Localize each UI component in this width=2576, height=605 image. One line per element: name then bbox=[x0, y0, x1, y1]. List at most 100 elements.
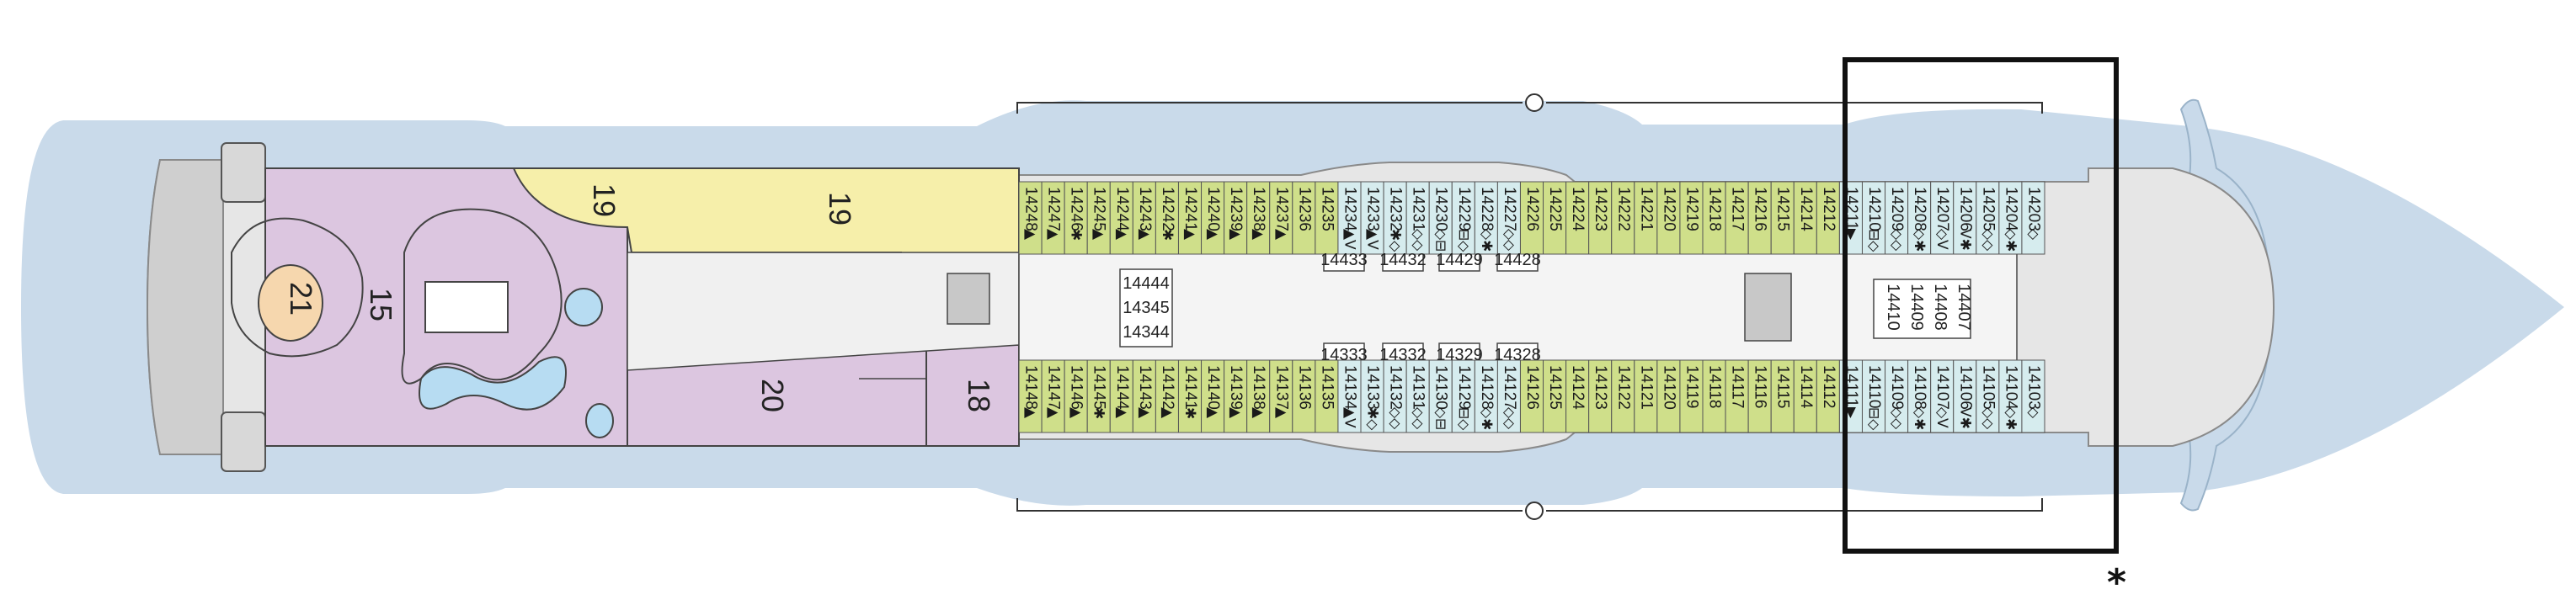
cabin-14137[interactable]: 14137▲ bbox=[1269, 359, 1293, 433]
cabin-14125[interactable]: 14125 bbox=[1543, 359, 1567, 433]
cabin-14132[interactable]: 14132◇◇ bbox=[1383, 359, 1407, 433]
cabin-14241[interactable]: 14241▲ bbox=[1177, 181, 1203, 255]
cabin-number: 14203 bbox=[2024, 187, 2042, 231]
cabin-14217[interactable]: 14217 bbox=[1725, 181, 1749, 255]
cabin-14233[interactable]: 14233▲V bbox=[1360, 181, 1384, 255]
cabin-14244[interactable]: 14244▲ bbox=[1109, 181, 1133, 255]
cabin-14234[interactable]: 14234▲V bbox=[1337, 181, 1362, 255]
cabin-14141[interactable]: 14141✱ bbox=[1177, 359, 1203, 433]
cabin-14239[interactable]: 14239▲ bbox=[1224, 181, 1248, 255]
cabin-14231[interactable]: 14231◇◇ bbox=[1405, 181, 1430, 255]
cabin-14229[interactable]: 14229⊟◇ bbox=[1451, 181, 1475, 255]
cabin-14247[interactable]: 14247▲ bbox=[1041, 181, 1065, 255]
cabin-14135[interactable]: 14135 bbox=[1315, 359, 1339, 433]
cabin-14103[interactable]: 14103◇ bbox=[2021, 359, 2045, 433]
cabin-14230[interactable]: 14230◇⊟ bbox=[1428, 181, 1453, 255]
cabin-14143[interactable]: 14143▲ bbox=[1132, 359, 1156, 433]
cabin-14139[interactable]: 14139▲ bbox=[1224, 359, 1248, 433]
cabin-14108[interactable]: 14108◇✱ bbox=[1907, 359, 1932, 433]
cabin-14136[interactable]: 14136 bbox=[1292, 359, 1316, 433]
cabin-14245[interactable]: 14245▲ bbox=[1086, 181, 1111, 255]
cabin-14138[interactable]: 14138▲ bbox=[1246, 359, 1271, 433]
cabin-14115[interactable]: 14115 bbox=[1770, 359, 1795, 433]
pool-round-top bbox=[564, 288, 603, 326]
cabin-14118[interactable]: 14118 bbox=[1702, 359, 1726, 433]
cabin-14237[interactable]: 14237▲ bbox=[1269, 181, 1293, 255]
cabin-number: 14247 bbox=[1045, 187, 1063, 231]
cabin-cell bbox=[1496, 359, 1521, 433]
cabin-14210[interactable]: 14210⊟◇ bbox=[1861, 181, 1886, 255]
cabin-14130[interactable]: 14130◇⊟ bbox=[1428, 359, 1453, 433]
cabin-14120[interactable]: 14120 bbox=[1656, 359, 1681, 433]
cabin-amenity-icon: ▲ bbox=[1272, 229, 1289, 241]
cabin-14220[interactable]: 14220 bbox=[1656, 181, 1681, 255]
cabin-14146[interactable]: 14146▲ bbox=[1064, 359, 1088, 433]
cabin-14219[interactable]: 14219 bbox=[1679, 181, 1704, 255]
cabin-number: 14108 bbox=[1911, 365, 1928, 410]
cabin-14116[interactable]: 14116 bbox=[1747, 359, 1772, 433]
cabin-14222[interactable]: 14222 bbox=[1611, 181, 1635, 255]
cabin-14112[interactable]: 14112 bbox=[1816, 359, 1840, 433]
cabin-14225[interactable]: 14225 bbox=[1543, 181, 1567, 255]
cabin-14236[interactable]: 14236 bbox=[1292, 181, 1316, 255]
cabin-14140[interactable]: 14140▲ bbox=[1201, 359, 1225, 433]
cabin-14126[interactable]: 14126 bbox=[1519, 359, 1544, 433]
cabin-14131[interactable]: 14131◇◇ bbox=[1405, 359, 1430, 433]
cabin-14105[interactable]: 14105◇◇ bbox=[1976, 359, 2000, 433]
cabin-14215[interactable]: 14215 bbox=[1770, 181, 1795, 255]
cabin-14243[interactable]: 14243▲ bbox=[1132, 181, 1156, 255]
cabin-14232[interactable]: 14232✱◇ bbox=[1383, 181, 1407, 255]
cabin-amenity-icon: ✱◇ bbox=[1364, 407, 1381, 431]
cabin-14148[interactable]: 14148▲ bbox=[1018, 359, 1043, 433]
cabin-amenity-icon: ▲ bbox=[1068, 407, 1085, 419]
cabin-14223[interactable]: 14223 bbox=[1588, 181, 1613, 255]
cabin-14123[interactable]: 14123 bbox=[1588, 359, 1613, 433]
cabin-14204[interactable]: 14204◇✱ bbox=[1998, 181, 2023, 255]
cabin-14127[interactable]: 14127◇◇ bbox=[1496, 359, 1521, 433]
cabin-cell bbox=[1998, 359, 2023, 433]
cabin-14214[interactable]: 14214 bbox=[1793, 181, 1817, 255]
cabin-14224[interactable]: 14224 bbox=[1565, 181, 1590, 255]
cabin-14107[interactable]: 14107◇V bbox=[1930, 359, 1955, 433]
cabin-14235[interactable]: 14235 bbox=[1315, 181, 1339, 255]
cabin-14218[interactable]: 14218 bbox=[1702, 181, 1726, 255]
cabin-14119[interactable]: 14119 bbox=[1679, 359, 1704, 433]
cabin-14133[interactable]: 14133✱◇ bbox=[1360, 359, 1384, 433]
cabin-14209[interactable]: 14209◇◇ bbox=[1885, 181, 1909, 255]
cabin-number: 14112 bbox=[1820, 365, 1837, 408]
cabin-14144[interactable]: 14144▲ bbox=[1109, 359, 1133, 433]
cabin-14109[interactable]: 14109◇◇ bbox=[1885, 359, 1909, 433]
cabin-14104[interactable]: 14104◇✱ bbox=[1998, 359, 2023, 433]
cabin-14246[interactable]: 14246✱ bbox=[1064, 181, 1088, 255]
cabin-14128[interactable]: 14128◇✱ bbox=[1474, 359, 1498, 433]
cabin-14129[interactable]: 14129⊟◇ bbox=[1451, 359, 1475, 433]
cabin-14208[interactable]: 14208◇✱ bbox=[1907, 181, 1932, 255]
cabin-14248[interactable]: 14248▲ bbox=[1018, 181, 1043, 255]
cabin-14227[interactable]: 14227◇◇ bbox=[1496, 181, 1521, 255]
cabin-14240[interactable]: 14240▲ bbox=[1201, 181, 1225, 255]
cabin-14207[interactable]: 14207◇V bbox=[1930, 181, 1955, 255]
cabin-14203[interactable]: 14203◇ bbox=[2021, 181, 2045, 255]
cabin-14238[interactable]: 14238▲ bbox=[1246, 181, 1271, 255]
cabin-number: 14210 bbox=[1865, 187, 1883, 231]
cabin-14142[interactable]: 14142▲ bbox=[1155, 359, 1179, 433]
cabin-cell bbox=[1565, 359, 1590, 433]
cabin-14122[interactable]: 14122 bbox=[1611, 359, 1635, 433]
cabin-14242[interactable]: 14242✱ bbox=[1155, 181, 1179, 255]
cabin-14124[interactable]: 14124 bbox=[1565, 359, 1590, 433]
cabin-14117[interactable]: 14117 bbox=[1725, 359, 1749, 433]
cabin-14228[interactable]: 14228◇✱ bbox=[1474, 181, 1498, 255]
cabin-14145[interactable]: 14145✱ bbox=[1086, 359, 1111, 433]
cabin-14216[interactable]: 14216 bbox=[1747, 181, 1772, 255]
cabin-14226[interactable]: 14226 bbox=[1519, 181, 1544, 255]
cabin-14147[interactable]: 14147▲ bbox=[1041, 359, 1065, 433]
cabin-14205[interactable]: 14205◇◇ bbox=[1976, 181, 2000, 255]
cabin-14134[interactable]: 14134▲V bbox=[1337, 359, 1362, 433]
cabin-14212[interactable]: 14212 bbox=[1816, 181, 1840, 255]
cabin-14114[interactable]: 14114 bbox=[1793, 359, 1817, 433]
cabin-14121[interactable]: 14121 bbox=[1634, 359, 1658, 433]
cabin-14221[interactable]: 14221 bbox=[1634, 181, 1658, 255]
cabin-14110[interactable]: 14110⊟◇ bbox=[1861, 359, 1886, 433]
